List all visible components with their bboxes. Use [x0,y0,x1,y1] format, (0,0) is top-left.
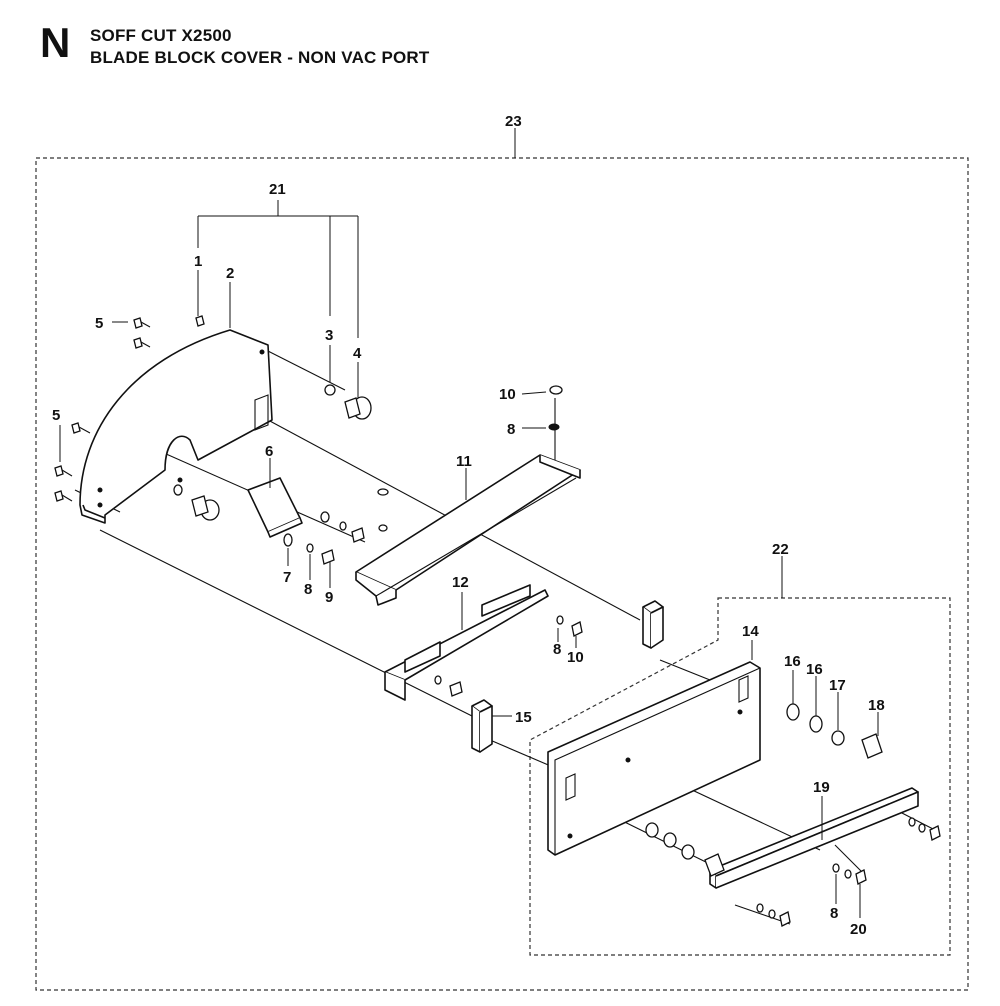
callout-5-upper: 5 [95,315,103,332]
callout-6: 6 [265,443,273,460]
rail-part-19 [709,787,919,889]
callout-10-top: 10 [499,386,516,403]
assembly-22-boundary [529,597,951,956]
spacer-block-part-15 [471,600,664,753]
callout-8-top: 8 [507,421,515,438]
callout-22: 22 [772,541,789,558]
callout-8-rail: 8 [830,905,838,922]
callout-15: 15 [515,709,532,726]
section-letter: N [40,19,71,66]
callout-20: 20 [850,921,867,938]
callout-8-left: 8 [304,581,312,598]
callout-16-first: 16 [784,653,801,670]
leader-lines [59,128,879,918]
hardware-fasteners [54,315,941,927]
callout-16-second: 16 [806,661,823,678]
mounting-plate-part-14 [547,661,761,856]
model-title: SOFF CUT X2500 [90,26,232,45]
callout-19: 19 [813,779,830,796]
callout-21: 21 [269,181,286,198]
assembly-23-boundary [35,157,969,991]
callout-8-mid: 8 [553,641,561,658]
callout-23: 23 [505,113,522,130]
callout-11: 11 [456,453,472,470]
callout-12: 12 [452,574,469,591]
blade-cover-part-2 [79,329,273,524]
callout-3: 3 [325,327,333,344]
callout-9: 9 [325,589,333,606]
channel-part-12 [384,584,549,701]
callout-10-mid: 10 [567,649,584,666]
callout-7: 7 [283,569,291,586]
callout-4: 4 [353,345,362,362]
callout-14: 14 [742,623,759,640]
callout-labels: 23 21 1 2 3 4 5 5 6 7 8 9 10 8 11 12 8 1… [52,113,885,938]
callout-2: 2 [226,265,234,282]
callout-18: 18 [868,697,885,714]
channel-part-11 [355,454,581,606]
callout-5-lower: 5 [52,407,60,424]
callout-1: 1 [194,253,202,270]
diagram-title: BLADE BLOCK COVER - NON VAC PORT [90,48,430,67]
block-plate-part-6 [247,477,303,538]
callout-17: 17 [829,677,846,694]
